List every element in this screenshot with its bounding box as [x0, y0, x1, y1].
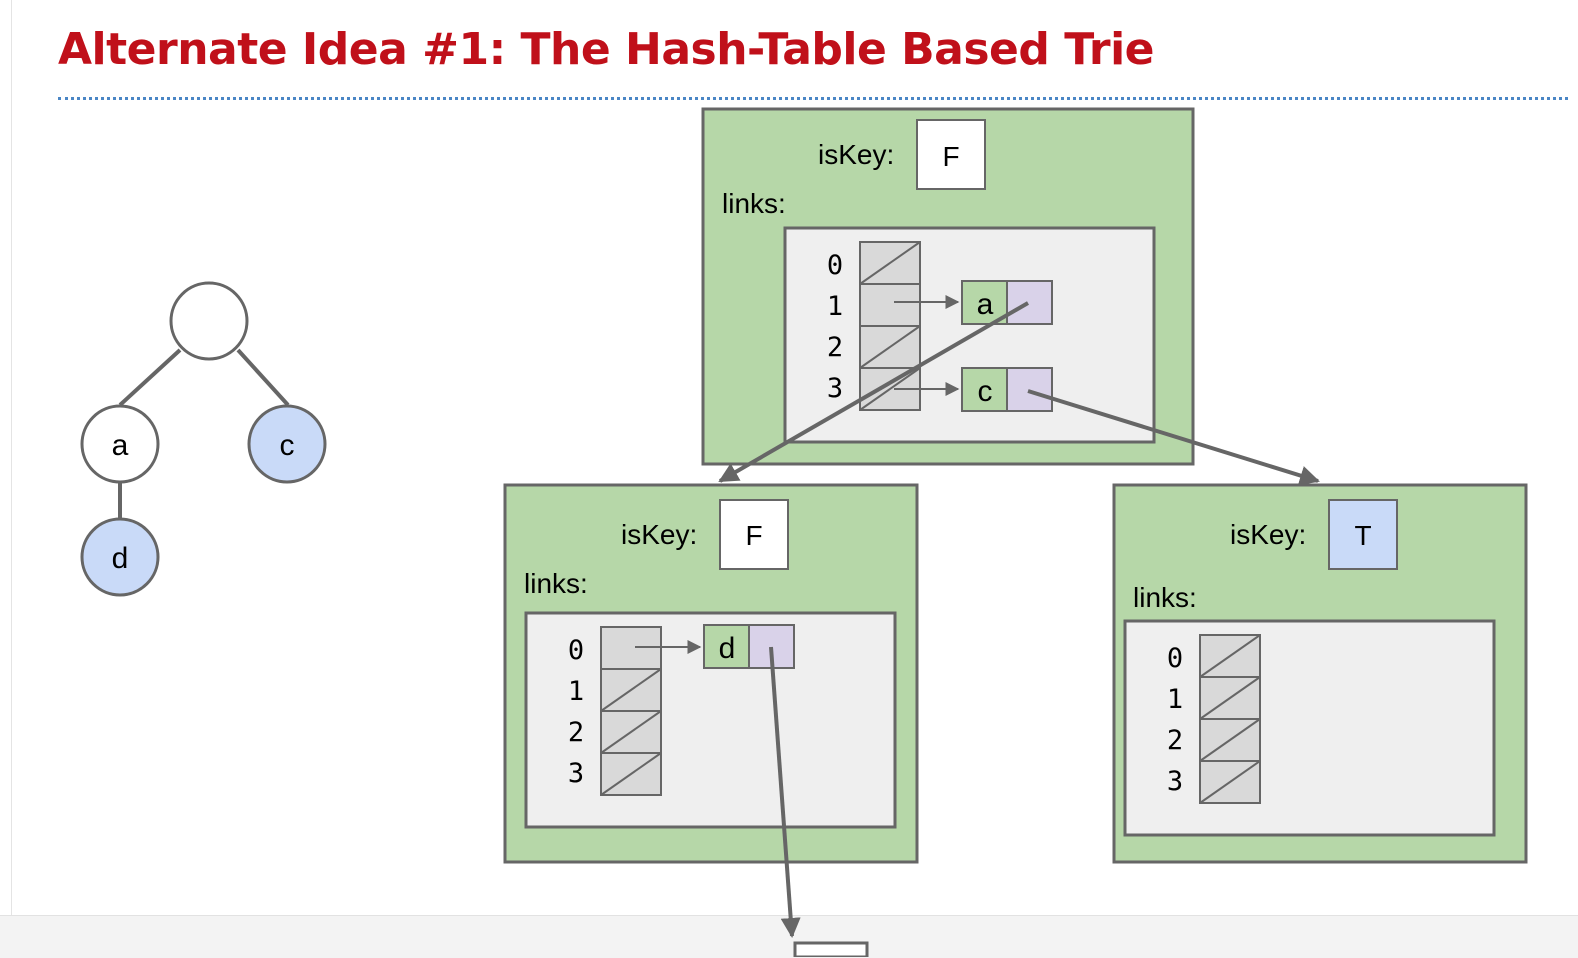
- a-links-label: links:: [524, 568, 588, 599]
- tree-node-d-label: d: [112, 542, 129, 575]
- c-iskey-label: isKey:: [1230, 519, 1306, 550]
- trie-node-root: isKey: F links: 0 1 2 3 a c: [701, 107, 1195, 466]
- a-iskey-value: F: [745, 520, 762, 551]
- root-iskey-value: F: [942, 141, 959, 172]
- root-iskey-box: [916, 119, 986, 190]
- c-iskey-value: T: [1354, 520, 1371, 551]
- a-iskey-label: isKey:: [621, 519, 697, 550]
- root-iskey-label: isKey:: [818, 139, 894, 170]
- tree-node-c-label: c: [280, 429, 295, 462]
- root-bucket-0-null: [859, 241, 921, 285]
- a-bucket-index-2: 2: [568, 717, 584, 748]
- c-iskey-box: [1328, 499, 1398, 570]
- trie-node-a: isKey: F links: 0 1 2 3 d: [503, 483, 919, 864]
- pointer-a-to-node-a: [718, 301, 1030, 483]
- tree-edge-root-c: [236, 348, 290, 407]
- a-bucket-3-null: [600, 752, 662, 796]
- root-entry-c-label: c: [978, 375, 993, 408]
- c-hash-table: [1123, 619, 1496, 837]
- root-bucket-1: [859, 283, 921, 327]
- root-bucket-3-null: [859, 367, 921, 411]
- slide-left-edge: [0, 0, 12, 915]
- root-entry-a-pointer: [1006, 280, 1053, 325]
- tree-node-a: [80, 404, 160, 484]
- pointer-c-to-node-c: [1027, 389, 1320, 486]
- tree-node-root: [169, 281, 249, 361]
- root-entry-a-key: [961, 280, 1008, 325]
- title-divider: [58, 97, 1568, 100]
- a-iskey-box: [719, 499, 789, 570]
- tree-node-d: [80, 517, 160, 597]
- c-links-label: links:: [1133, 582, 1197, 613]
- root-bucket-index-1: 1: [827, 291, 843, 322]
- node-d-box-partial: [793, 941, 869, 957]
- c-bucket-0-null: [1199, 634, 1261, 678]
- a-bucket-1-null: [600, 668, 662, 712]
- simple-trie-tree: a c d: [80, 281, 327, 597]
- c-bucket-2-null: [1199, 718, 1261, 762]
- tree-node-a-label: a: [112, 429, 129, 462]
- tree-node-c: [247, 404, 327, 484]
- c-bucket-index-1: 1: [1167, 684, 1183, 715]
- pointer-d-to-node-d: [769, 646, 801, 938]
- c-bucket-index-2: 2: [1167, 725, 1183, 756]
- a-bucket-2-null: [600, 710, 662, 754]
- a-entry-d-label: d: [719, 632, 736, 665]
- tree-edge-root-a: [118, 348, 182, 407]
- a-bucket-index-0: 0: [568, 635, 584, 666]
- c-bucket-index-3: 3: [1167, 766, 1183, 797]
- root-bucket-index-3: 3: [827, 373, 843, 404]
- root-links-label: links:: [722, 188, 786, 219]
- root-entry-a-label: a: [977, 288, 994, 321]
- a-bucket-index-1: 1: [568, 676, 584, 707]
- c-bucket-index-0: 0: [1167, 643, 1183, 674]
- trie-node-c: isKey: T links: 0 1 2 3: [1112, 483, 1528, 864]
- root-bucket-index-0: 0: [827, 250, 843, 281]
- a-bucket-index-3: 3: [568, 758, 584, 789]
- root-bucket-index-2: 2: [827, 332, 843, 363]
- c-bucket-3-null: [1199, 760, 1261, 804]
- slide-title: Alternate Idea #1: The Hash-Table Based …: [58, 24, 1155, 75]
- c-bucket-1-null: [1199, 676, 1261, 720]
- root-bucket-2-null: [859, 325, 921, 369]
